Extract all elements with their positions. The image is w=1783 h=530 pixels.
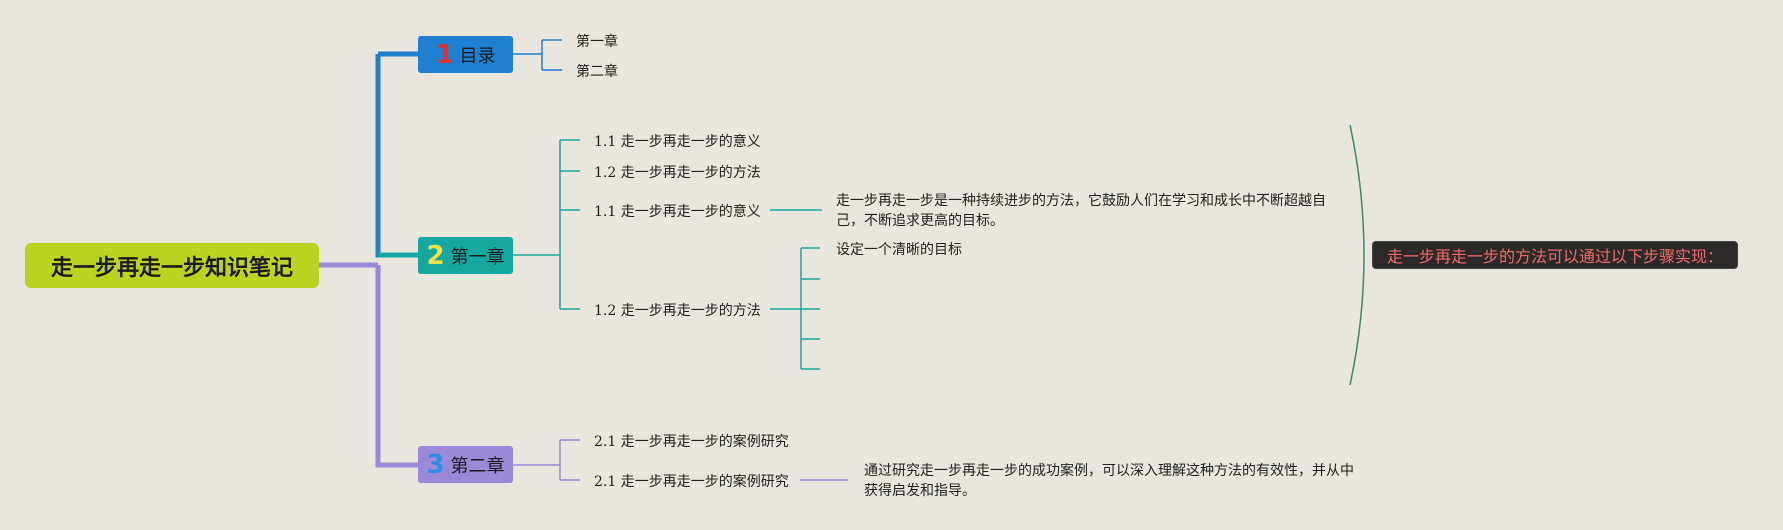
case-description[interactable]: 通过研究走一步再走一步的成功案例，可以深入理解这种方法的有效性，并从中获得启发和…: [864, 463, 1354, 499]
summary-callout[interactable]: 走一步再走一步的方法可以通过以下步骤实现：: [1372, 241, 1738, 269]
branch-number-3: 3: [426, 449, 445, 480]
root-topic[interactable]: 走一步再走一步知识笔记: [25, 243, 319, 288]
branch-number-1: 1: [435, 39, 454, 70]
chapter1-item[interactable]: 1.1 走一步再走一步的意义: [594, 134, 761, 150]
method-step[interactable]: [836, 299, 856, 319]
branch-number-2: 2: [426, 240, 445, 271]
chapter1-item[interactable]: 1.1 走一步再走一步的意义: [594, 204, 761, 220]
method-step[interactable]: [836, 359, 856, 379]
method-step[interactable]: [836, 329, 856, 349]
chapter2-item[interactable]: 2.1 走一步再走一步的案例研究: [594, 474, 789, 490]
chapter2-item[interactable]: 2.1 走一步再走一步的案例研究: [594, 434, 789, 450]
branch-chapter-1[interactable]: 2 第一章: [418, 237, 513, 274]
meaning-description[interactable]: 走一步再走一步是一种持续进步的方法，它鼓励人们在学习和成长中不断超越自己，不断追…: [836, 193, 1326, 229]
chapter1-item[interactable]: 1.2 走一步再走一步的方法: [594, 165, 761, 181]
method-step[interactable]: [836, 269, 856, 289]
toc-item[interactable]: 第二章: [576, 64, 618, 80]
branch-label: 第一章: [450, 246, 505, 268]
method-step[interactable]: 设定一个清晰的目标: [836, 242, 962, 258]
branch-label: 目录: [459, 45, 496, 67]
root-title: 走一步再走一步知识笔记: [50, 255, 293, 281]
branch-chapter-2[interactable]: 3 第二章: [418, 446, 513, 483]
toc-item[interactable]: 第一章: [576, 34, 618, 50]
chapter1-item[interactable]: 1.2 走一步再走一步的方法: [594, 303, 761, 319]
summary-text: 走一步再走一步的方法可以通过以下步骤实现：: [1386, 247, 1723, 266]
branch-label: 第二章: [450, 455, 505, 477]
branch-toc[interactable]: 1 目录: [418, 36, 513, 73]
